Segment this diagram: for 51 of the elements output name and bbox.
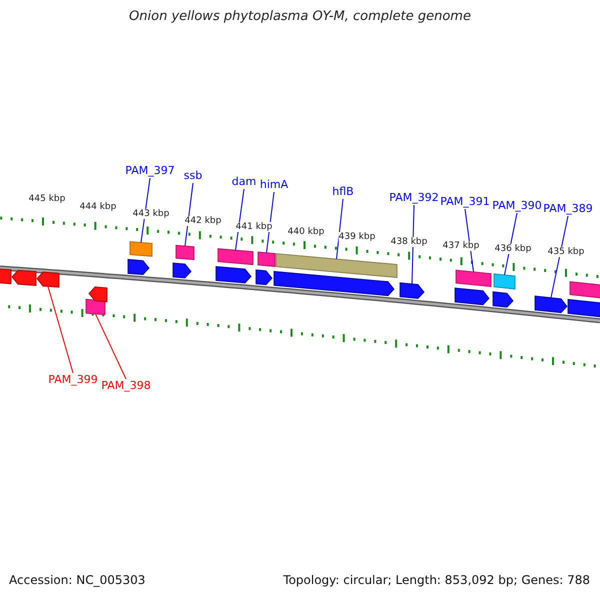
scale-label: 440 kbp xyxy=(288,227,324,238)
gene-label: PAM_397 xyxy=(125,165,175,178)
gene-label: PAM_398 xyxy=(101,380,151,393)
gene-label: hflB xyxy=(332,186,354,199)
gene-block xyxy=(400,282,425,299)
gene-label: PAM_390 xyxy=(492,200,542,213)
scale-label: 445 kbp xyxy=(28,194,66,204)
gene-block xyxy=(130,241,152,257)
title: Onion yellows phytoplasma OY-M, complete genome xyxy=(129,10,471,25)
scale-label: 444 kbp xyxy=(80,202,116,212)
gene-block xyxy=(570,281,600,299)
gene-block xyxy=(216,266,252,284)
gene-block xyxy=(36,272,60,288)
gene-block xyxy=(494,273,516,290)
genome-info-text: Topology: circular; Length: 853,092 bp; Genes: 788 xyxy=(283,574,590,588)
gene-block xyxy=(256,269,273,286)
gene-block xyxy=(172,262,192,278)
leader-line xyxy=(336,198,344,260)
gene-label: ssb xyxy=(184,170,202,183)
gene-block xyxy=(534,296,568,314)
gene-block xyxy=(568,299,600,318)
leader-line xyxy=(140,178,150,243)
leader-line xyxy=(48,286,74,374)
gene-block xyxy=(492,291,514,308)
leader-line xyxy=(550,216,568,298)
gene-block xyxy=(454,288,490,306)
leader-line xyxy=(266,192,274,254)
scale-label: 442 kbp xyxy=(184,216,222,226)
gene-block xyxy=(456,270,492,288)
gene-block xyxy=(88,286,108,302)
gene-block xyxy=(128,259,150,276)
scale-label: 443 kbp xyxy=(132,209,170,220)
scale-label: 441 kbp xyxy=(236,222,272,232)
gene-block xyxy=(218,248,254,266)
accession-text: Accession: NC_005303 xyxy=(9,574,146,588)
gene-label: dam xyxy=(232,176,256,189)
gene-block xyxy=(276,253,398,278)
scale-label: 435 kbp xyxy=(548,247,584,258)
scale-label: 436 kbp xyxy=(494,244,532,254)
scale-label: 437 kbp xyxy=(442,241,480,252)
gene-label: PAM_399 xyxy=(48,374,98,387)
leader-line xyxy=(412,204,414,284)
gene-block xyxy=(176,244,194,260)
gene-label: himA xyxy=(260,179,288,192)
scale-label: 438 kbp xyxy=(390,237,428,248)
leader-line xyxy=(95,313,126,380)
gene-label: PAM_391 xyxy=(440,196,490,209)
gene-label: PAM_389 xyxy=(543,203,593,216)
gene-label: PAM_392 xyxy=(389,192,439,205)
gene-block xyxy=(258,252,276,267)
scale-label: 439 kbp xyxy=(338,232,376,242)
